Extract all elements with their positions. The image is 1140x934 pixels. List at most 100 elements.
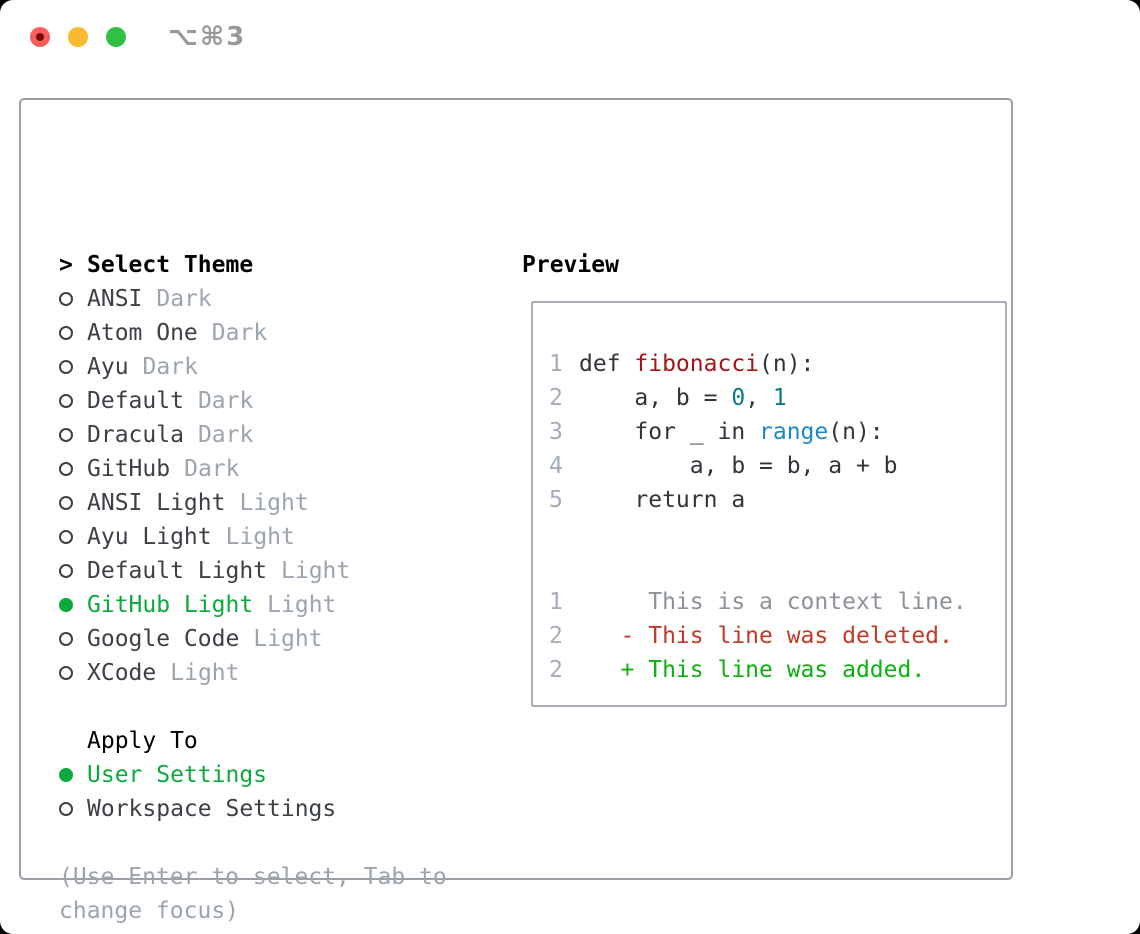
radio-cell <box>59 632 87 646</box>
radio-cell <box>59 292 87 306</box>
select-theme-title: Select Theme <box>87 252 254 278</box>
code-line: 3 for _ in range(n): <box>549 415 1005 449</box>
code-segment-number: 0 <box>731 385 746 411</box>
apply-option-name: User Settings <box>87 762 268 788</box>
minimize-button-icon[interactable] <box>68 27 88 47</box>
diff-text-context: This is a context line. <box>579 589 967 615</box>
theme-name: Atom One <box>87 320 198 346</box>
radio-icon <box>59 564 73 578</box>
spacer <box>59 826 447 860</box>
diff-text-deleted: - This line was deleted. <box>579 623 953 649</box>
radio-cell <box>59 326 87 340</box>
radio-icon <box>59 530 73 544</box>
theme-name: GitHub <box>87 456 171 482</box>
diff-line-context: 1 This is a context line. <box>549 585 1005 619</box>
code-segment-number: 1 <box>772 385 787 411</box>
diff-line-deleted: 2 - This line was deleted. <box>549 619 1005 653</box>
apply-option-workspace-settings[interactable]: Workspace Settings <box>59 792 447 826</box>
code-segment-default: a, b = <box>579 385 732 411</box>
line-number: 5 <box>549 487 563 513</box>
theme-variant-tag: Light <box>170 660 240 686</box>
code-segment-default: (n): <box>759 351 815 377</box>
theme-name: ANSI Light <box>87 490 226 516</box>
theme-variant-tag: Light <box>225 524 295 550</box>
preview-title: Preview <box>522 252 619 278</box>
code-segment-function: fibonacci <box>634 351 760 377</box>
code-line: 2 a, b = 0, 1 <box>549 381 1005 415</box>
theme-variant-tag: Dark <box>156 286 212 312</box>
theme-name: XCode <box>87 660 157 686</box>
radio-cell <box>59 564 87 578</box>
radio-icon <box>59 666 73 680</box>
theme-variant-tag: Dark <box>184 456 240 482</box>
theme-item-ansi[interactable]: ANSI Dark <box>59 282 447 316</box>
select-theme-header: > Select Theme <box>59 248 447 282</box>
theme-variant-tag: Light <box>281 558 351 584</box>
theme-name: Default <box>87 388 184 414</box>
line-number: 3 <box>549 419 563 445</box>
code-segment-default: for _ in <box>579 419 760 445</box>
theme-name: Dracula <box>87 422 184 448</box>
theme-name: Default Light <box>87 558 268 584</box>
radio-cell <box>59 768 87 782</box>
close-button-icon[interactable] <box>30 27 50 47</box>
theme-variant-tag: Light <box>239 490 309 516</box>
window-controls <box>30 27 126 47</box>
theme-item-github-light[interactable]: GitHub Light Light <box>59 588 447 622</box>
code-segment-default: def <box>579 351 635 377</box>
code-line: 5 return a <box>549 483 1005 517</box>
theme-variant-tag: Dark <box>211 320 268 346</box>
code-segment-builtin: range <box>759 419 829 445</box>
theme-item-dracula[interactable]: Dracula Dark <box>59 418 447 452</box>
apply-option-user-settings[interactable]: User Settings <box>59 758 447 792</box>
theme-variant-tag: Light <box>267 592 337 618</box>
zoom-button-icon[interactable] <box>106 27 126 47</box>
radio-icon <box>59 326 73 340</box>
diff-text-added: + This line was added. <box>579 657 926 683</box>
line-number: 1 <box>549 589 563 615</box>
theme-item-xcode[interactable]: XCode Light <box>59 656 447 690</box>
radio-cell <box>59 666 87 680</box>
radio-cell <box>59 462 87 476</box>
code-segment-default: return a <box>579 487 746 513</box>
line-number: 1 <box>549 351 563 377</box>
radio-icon <box>59 394 73 408</box>
radio-icon <box>59 496 73 510</box>
theme-item-github[interactable]: GitHub Dark <box>59 452 447 486</box>
radio-cell <box>59 496 87 510</box>
theme-item-ansi-light[interactable]: ANSI Light Light <box>59 486 447 520</box>
line-number: 2 <box>549 623 563 649</box>
radio-cell <box>59 428 87 442</box>
hint-text-line1: (Use Enter to select, Tab to <box>59 864 447 890</box>
radio-cell <box>59 394 87 408</box>
hint-text-line2: change focus) <box>59 898 240 924</box>
line-number: 4 <box>549 453 563 479</box>
theme-item-default-light[interactable]: Default Light Light <box>59 554 447 588</box>
radio-selected-icon <box>59 768 73 782</box>
radio-icon <box>59 462 73 476</box>
code-line: 1 def fibonacci(n): <box>549 347 1005 381</box>
code-line: 4 a, b = b, a + b <box>549 449 1005 483</box>
radio-cell <box>59 530 87 544</box>
radio-cell <box>59 360 87 374</box>
theme-variant-tag: Dark <box>197 422 254 448</box>
radio-cell <box>59 802 87 816</box>
radio-selected-icon <box>59 598 73 612</box>
theme-item-atom-one[interactable]: Atom One Dark <box>59 316 447 350</box>
theme-name: ANSI <box>87 286 143 312</box>
theme-name: GitHub Light <box>87 592 254 618</box>
apply-option-name: Workspace Settings <box>87 796 337 822</box>
code-segment-default: , <box>745 385 773 411</box>
code-segment-default: (n): <box>828 419 884 445</box>
theme-variant-tag: Light <box>253 626 323 652</box>
radio-cell <box>59 598 87 612</box>
window-shortcut-label: ⌥⌘3 <box>168 22 247 52</box>
